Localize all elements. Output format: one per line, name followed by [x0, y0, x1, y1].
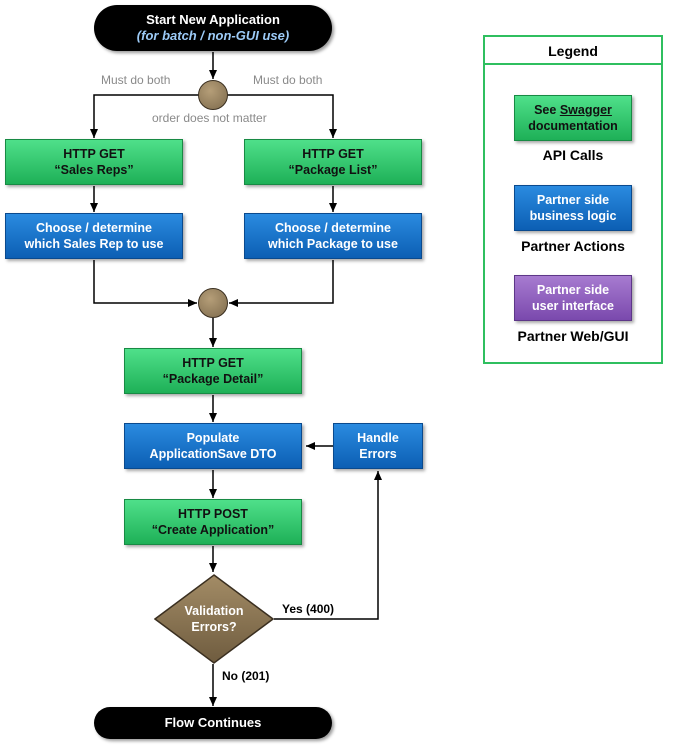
- legend-panel: Legend See Swagger documentation API Cal…: [483, 35, 663, 364]
- decision-line-1: Validation: [184, 604, 244, 618]
- edge-split-to-package-list: [227, 94, 337, 138]
- node-line-2: “Package List”: [288, 163, 378, 177]
- node-line-1: Choose / determine: [275, 221, 391, 235]
- legend-title: Legend: [485, 37, 661, 65]
- legend-gui-swatch: Partner side user interface: [514, 275, 632, 321]
- node-line-1: Populate: [186, 431, 240, 445]
- legend-gui-line-2: user interface: [532, 299, 614, 313]
- edge-split-to-sales-reps: [90, 94, 199, 138]
- http-get-sales-reps-node: HTTP GET “Sales Reps”: [5, 139, 183, 185]
- end-title: Flow Continues: [164, 715, 262, 730]
- legend-api-prefix: See: [534, 103, 557, 117]
- legend-api-line-1: See Swagger: [534, 102, 612, 118]
- node-line-1: HTTP GET: [63, 147, 125, 161]
- start-subtitle: (for batch / non-GUI use): [136, 28, 290, 43]
- legend-gui-line-1: Partner side: [536, 283, 610, 297]
- split-junction: [198, 80, 228, 110]
- merge-junction: [198, 288, 228, 318]
- edge-choose-package-to-merge: [229, 260, 334, 307]
- node-line-2: which Package to use: [268, 237, 398, 251]
- node-line-2: “Package Detail”: [162, 372, 264, 386]
- choose-sales-rep-node: Choose / determine which Sales Rep to us…: [5, 213, 183, 259]
- legend-api-caption: API Calls: [542, 147, 604, 163]
- legend-partner-caption: Partner Actions: [521, 238, 625, 254]
- validation-errors-decision: [154, 574, 274, 664]
- must-do-both-left-note: Must do both: [101, 73, 171, 87]
- start-title: Start New Application: [146, 12, 280, 27]
- node-line-1: Handle: [357, 431, 399, 445]
- node-line-1: Choose / determine: [36, 221, 152, 235]
- http-post-create-application-node: HTTP POST “Create Application”: [124, 499, 302, 545]
- node-line-2: which Sales Rep to use: [24, 237, 164, 251]
- node-line-2: “Sales Reps”: [54, 163, 134, 177]
- start-terminal: Start New Application (for batch / non-G…: [94, 5, 332, 51]
- legend-api-line-2: documentation: [528, 119, 618, 133]
- http-get-package-list-node: HTTP GET “Package List”: [244, 139, 422, 185]
- swagger-link[interactable]: Swagger: [559, 103, 612, 117]
- legend-partner-line-2: business logic: [529, 209, 617, 223]
- legend-api-swatch: See Swagger documentation: [514, 95, 632, 141]
- legend-gui-caption: Partner Web/GUI: [517, 328, 629, 344]
- order-does-not-matter-note: order does not matter: [152, 111, 267, 125]
- validation-errors-label: Validation Errors?: [154, 574, 274, 664]
- no-201-label: No (201): [222, 669, 270, 683]
- node-line-1: HTTP GET: [182, 356, 244, 370]
- legend-partner-line-1: Partner side: [536, 193, 610, 207]
- edge-yes-to-handle-errors: [274, 471, 382, 620]
- populate-application-save-dto-node: Populate ApplicationSave DTO: [124, 423, 302, 469]
- legend-partner-swatch: Partner side business logic: [514, 185, 632, 231]
- node-line-1: HTTP GET: [302, 147, 364, 161]
- flow-continues-terminal: Flow Continues: [94, 707, 332, 739]
- node-line-2: “Create Application”: [151, 523, 275, 537]
- edge-choose-rep-to-merge: [93, 260, 197, 307]
- node-line-1: HTTP POST: [178, 507, 248, 521]
- decision-line-2: Errors?: [191, 620, 237, 634]
- yes-400-label: Yes (400): [282, 602, 335, 616]
- node-line-2: ApplicationSave DTO: [149, 447, 277, 461]
- http-get-package-detail-node: HTTP GET “Package Detail”: [124, 348, 302, 394]
- must-do-both-right-note: Must do both: [253, 73, 323, 87]
- node-line-2: Errors: [359, 447, 397, 461]
- choose-package-node: Choose / determine which Package to use: [244, 213, 422, 259]
- handle-errors-node: Handle Errors: [333, 423, 423, 469]
